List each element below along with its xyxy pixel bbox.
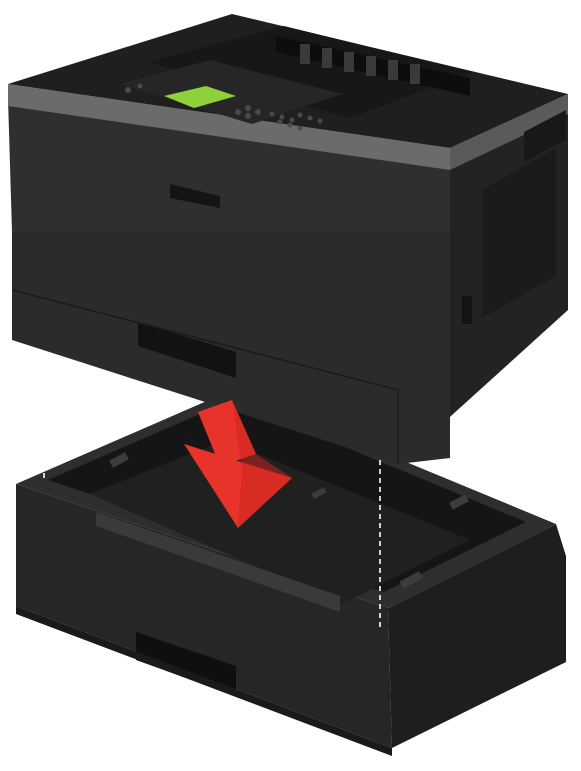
guide-line-right (522, 330, 531, 484)
optional-tray (16, 390, 566, 756)
side-latch (462, 296, 472, 324)
printer (8, 14, 568, 464)
